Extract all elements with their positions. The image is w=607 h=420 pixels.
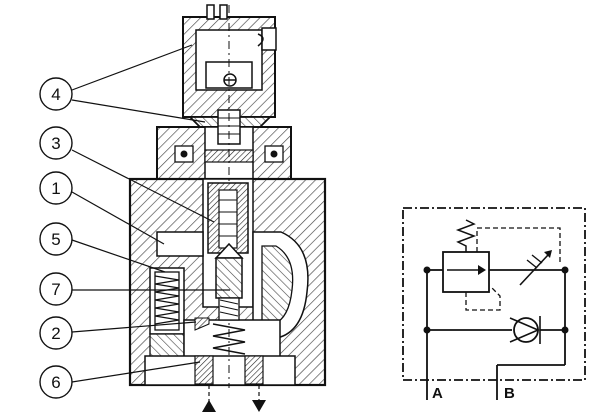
side-spring xyxy=(154,271,180,331)
valve-bonnet xyxy=(156,109,292,180)
svg-text:1: 1 xyxy=(51,179,60,198)
main-spring xyxy=(194,317,264,385)
callout-leaders xyxy=(71,44,230,383)
poppet-cone xyxy=(214,242,244,321)
inflow-arrow-icon xyxy=(202,400,216,412)
callout-6: 6 xyxy=(39,365,73,399)
pilot-cartridge xyxy=(207,182,249,254)
callout-5: 5 xyxy=(39,222,73,256)
flow-arrows xyxy=(202,385,266,412)
relief-valve-symbol xyxy=(442,219,561,311)
spring-icon xyxy=(455,219,477,252)
svg-text:3: 3 xyxy=(51,134,60,153)
callout-2: 2 xyxy=(39,316,73,350)
valve-section-view xyxy=(128,4,327,412)
adjustable-arrow-icon xyxy=(519,250,552,286)
callout-4: 4 xyxy=(39,77,73,111)
svg-text:7: 7 xyxy=(51,280,60,299)
svg-text:2: 2 xyxy=(51,324,60,343)
svg-text:4: 4 xyxy=(51,85,60,104)
svg-text:5: 5 xyxy=(51,230,60,249)
svg-text:6: 6 xyxy=(51,373,60,392)
callout-3: 3 xyxy=(39,126,73,160)
port-b-label: B xyxy=(504,385,515,402)
check-valve-symbol xyxy=(509,316,541,344)
outflow-arrow-icon xyxy=(252,400,266,412)
callout-7: 7 xyxy=(39,272,73,306)
hydraulic-symbol: A B xyxy=(402,207,586,402)
port-a-label: A xyxy=(432,385,443,402)
symbol-boundary xyxy=(402,207,586,381)
callout-1: 1 xyxy=(39,171,73,205)
